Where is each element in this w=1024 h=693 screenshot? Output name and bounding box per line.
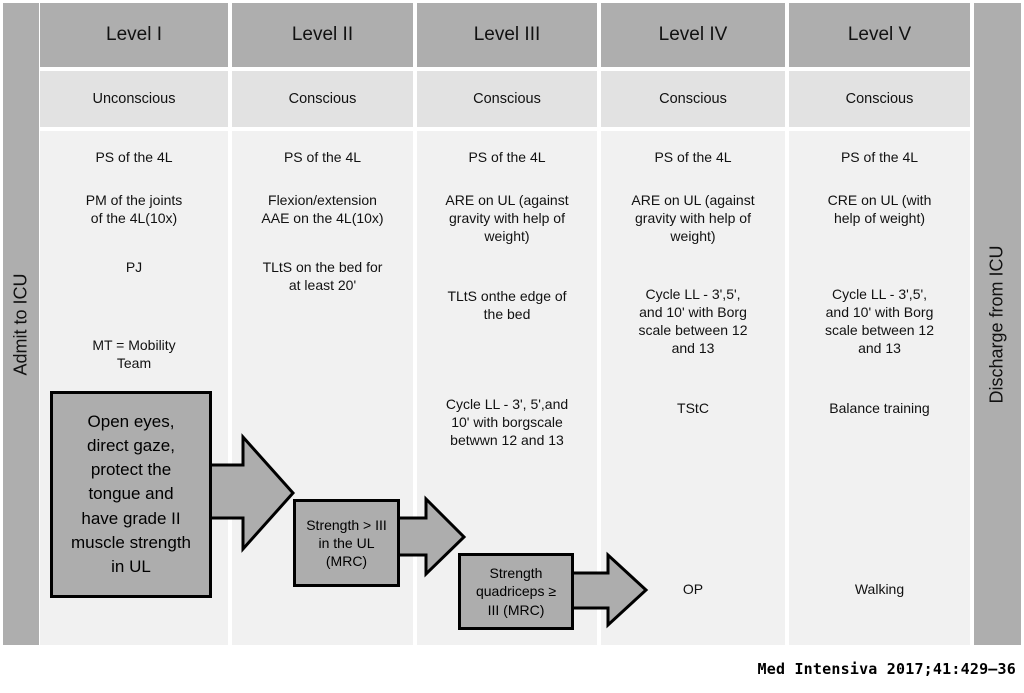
- entry-item: MT = Mobility Team: [92, 337, 176, 371]
- entry-item: Cycle LL - 3',5', and 10' with Borg scal…: [825, 286, 934, 356]
- entry-item: PS of the 4L: [654, 149, 732, 165]
- entry-item: OP: [682, 581, 704, 597]
- consciousness-cell-level-5: Conscious: [789, 71, 970, 127]
- entry-item: PS of the 4L: [283, 149, 362, 165]
- consciousness-cell-level-1: Unconscious: [40, 71, 228, 127]
- column-header-label: Level II: [291, 24, 354, 45]
- column-header-label: Level III: [473, 24, 541, 45]
- criteria-box-level-1[interactable]: Open eyes, direct gaze, protect the tong…: [50, 391, 212, 598]
- entry-item: Walking: [854, 581, 905, 597]
- column-header-level-4: Level IV: [601, 3, 785, 67]
- entry-item: Flexion/extension AAE on the 4L(10x): [261, 192, 384, 226]
- entry-item: PM of the joints of the 4L(10x): [85, 192, 183, 226]
- entry-item: Cycle LL - 3', 5',and 10' with borgscale…: [445, 396, 569, 448]
- consciousness-label: Conscious: [845, 91, 914, 107]
- entry-item: TStC: [677, 400, 709, 416]
- journal-citation: Med Intensiva 2017;41:429–36: [757, 660, 1016, 678]
- criteria-box-text: Open eyes, direct gaze, protect the tong…: [71, 412, 191, 576]
- criteria-box-level-3[interactable]: Strength quadriceps ≥ III (MRC): [458, 553, 574, 630]
- column-header-level-2: Level II: [232, 3, 413, 67]
- column-header-label: Level I: [106, 24, 162, 45]
- column-header-label: Level V: [847, 24, 912, 45]
- column-header-label: Level IV: [658, 24, 728, 45]
- entry-item: PS of the 4L: [468, 149, 546, 165]
- entry-item: Cycle LL - 3',5', and 10' with Borg scal…: [638, 286, 748, 356]
- criteria-box-level-2[interactable]: Strength > III in the UL (MRC): [293, 499, 400, 587]
- criteria-box-text: Strength quadriceps ≥ III (MRC): [475, 565, 557, 618]
- column-header-level-1: Level I: [40, 3, 228, 67]
- entry-item: PJ: [125, 259, 143, 275]
- entry-item: Balance training: [829, 400, 930, 416]
- entry-item: CRE on UL (with help of weight): [827, 192, 932, 226]
- criteria-box-text: Strength > III in the UL (MRC): [306, 516, 387, 570]
- admit-to-icu-label: Admit to ICU: [10, 272, 31, 376]
- entry-item: TLtS onthe edge of the bed: [447, 288, 567, 322]
- discharge-from-icu-label: Discharge from ICU: [987, 244, 1008, 404]
- admit-to-icu-bar: Admit to ICU: [3, 3, 39, 645]
- consciousness-label: Unconscious: [92, 91, 176, 107]
- body-column-level-5: PS of the 4L CRE on UL (with help of wei…: [789, 131, 970, 645]
- entry-item: PS of the 4L: [95, 149, 173, 165]
- entry-item: ARE on UL (against gravity with help of …: [445, 192, 569, 244]
- consciousness-label: Conscious: [659, 91, 727, 107]
- consciousness-cell-level-2: Conscious: [232, 71, 413, 127]
- consciousness-label: Conscious: [473, 91, 541, 107]
- consciousness-cell-level-4: Conscious: [601, 71, 785, 127]
- entry-item: TLtS on the bed for at least 20': [262, 259, 383, 293]
- column-header-level-5: Level V: [789, 3, 970, 67]
- entry-item: PS of the 4L: [840, 149, 919, 165]
- entry-item: ARE on UL (against gravity with help of …: [631, 192, 755, 244]
- consciousness-label: Conscious: [288, 91, 357, 107]
- column-header-level-3: Level III: [417, 3, 597, 67]
- consciousness-cell-level-3: Conscious: [417, 71, 597, 127]
- discharge-from-icu-bar: Discharge from ICU: [974, 3, 1021, 645]
- body-column-level-4: PS of the 4L ARE on UL (against gravity …: [601, 131, 785, 645]
